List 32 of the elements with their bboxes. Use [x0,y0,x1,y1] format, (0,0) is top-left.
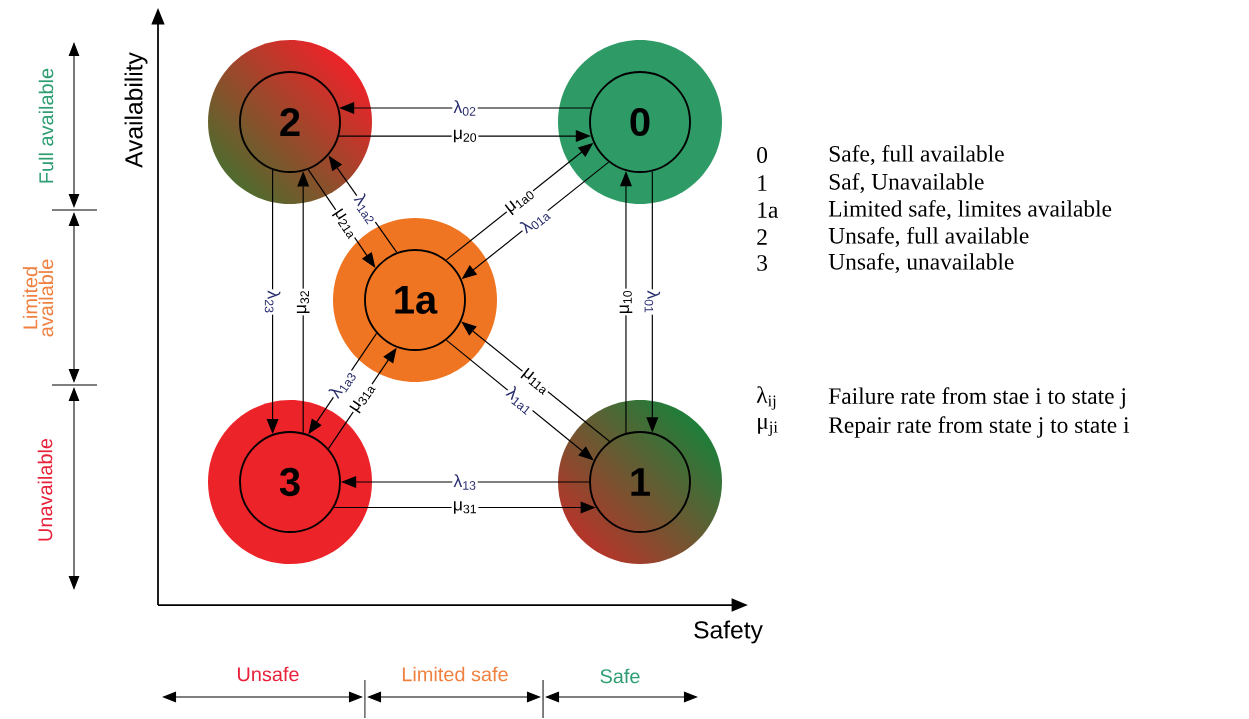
edge-label: λ$_{01}$ [643,289,662,315]
key-description: Unsafe, full available [828,226,1029,248]
key-symbol: λ$_{ij}$ [756,386,776,410]
range-label: Safe [600,668,640,684]
edge-label: μ$_{31}$ [451,500,479,515]
range-label: Limited safe [402,666,508,682]
edge-label: λ$_{23}$ [263,289,282,315]
range-label: Full available [38,68,54,183]
edge-label: λ$_{02}$ [452,99,478,117]
key-description: Unsafe, unavailable [828,252,1014,274]
key-symbol: 1a [758,202,779,218]
key-description: Failure rate from stae i to state j [828,387,1125,409]
range-label: Limited available [22,259,54,337]
range-label: Unsafe [238,666,299,682]
key-symbol: 3 [757,255,768,271]
arrow [445,339,594,461]
axis-label: Availability [124,52,148,168]
axis-label: Safety [694,620,763,644]
key-description: Safe, full available [829,144,1004,166]
arrow [461,321,610,442]
key-symbol: 0 [757,147,768,163]
key-symbol: 1 [758,175,767,191]
edge-label: μ$_{32}$ [295,288,311,316]
edge-label: μ$_{10}$ [618,288,634,316]
key-symbol: μ$_{ji}$ [758,418,778,436]
key-description: Saf, Unavailable [829,172,984,194]
key-description: Repair rate from state j to state i [828,416,1130,438]
edge-label: μ$_{20}$ [451,128,479,144]
key-symbol: 2 [757,229,767,245]
range-label: Unavailable [37,438,53,541]
key-description: Limited safe, limites available [828,199,1112,221]
edge-label: λ$_{13}$ [452,473,478,491]
